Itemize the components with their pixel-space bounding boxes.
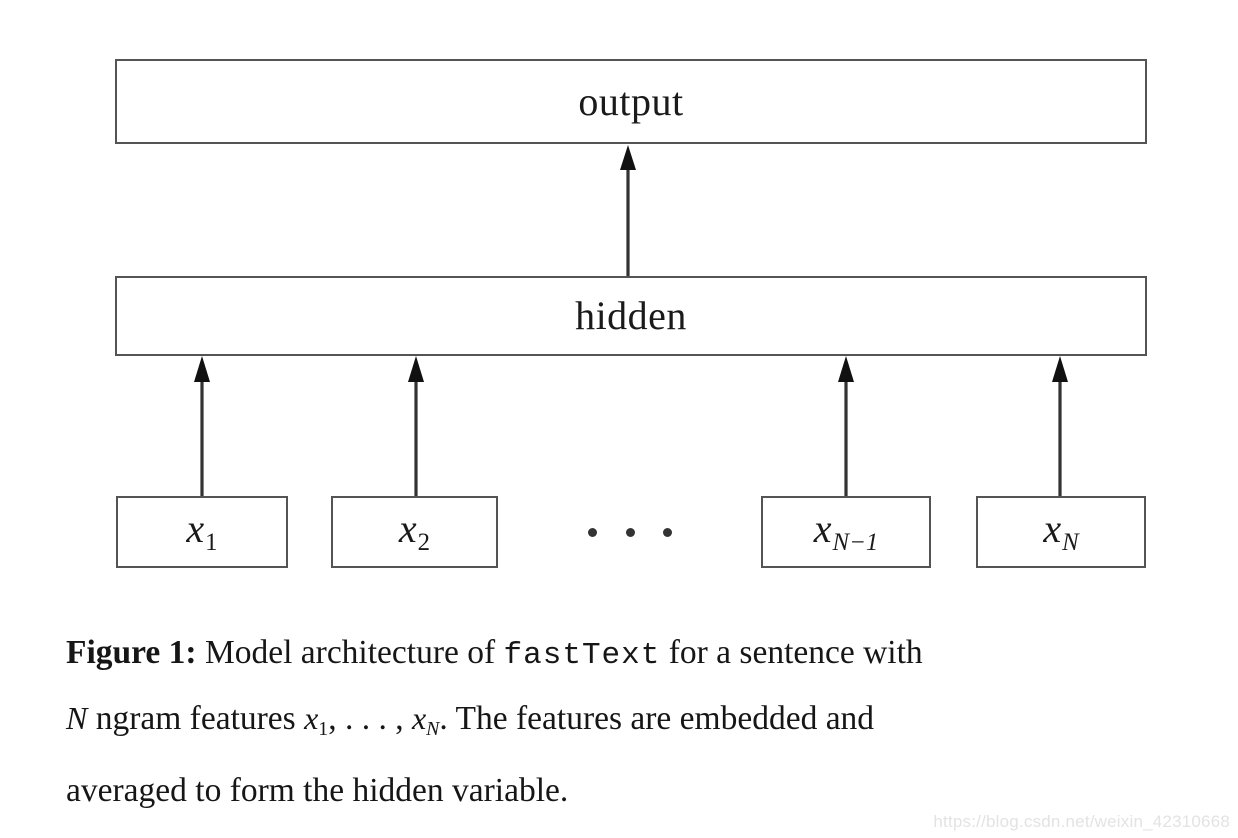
input-node-xn-label: xN [1043, 505, 1079, 556]
input-node-xn-minus-1: xN−1 [761, 496, 931, 568]
caption-line-1: Figure 1: Model architecture of fastText… [66, 622, 1176, 687]
input-node-x1: x1 [116, 496, 288, 568]
hidden-layer-label: hidden [575, 293, 687, 338]
watermark-url: https://blog.csdn.net/weixin_42310668 [933, 812, 1230, 831]
output-layer-box: output [115, 59, 1147, 144]
ellipsis-dot [588, 528, 597, 537]
input-node-x2: x2 [331, 496, 498, 568]
input-node-xn-minus-1-label: xN−1 [813, 505, 879, 556]
caption-text-c: ngram features [87, 700, 305, 737]
caption-math-N: N [66, 700, 88, 736]
arrow-xn-to-hidden [1052, 356, 1068, 500]
figure-caption: Figure 1: Model architecture of fastText… [66, 622, 1176, 822]
caption-math-xN: xN [411, 700, 440, 740]
input-node-x2-label: x2 [398, 505, 431, 556]
ellipsis-dot [625, 528, 635, 537]
caption-text-a: Model architecture of [196, 634, 504, 671]
arrow-x1-to-hidden [194, 356, 210, 500]
input-node-x1-label: x1 [186, 505, 218, 556]
input-node-xn: xN [976, 496, 1146, 568]
arrow-x2-to-hidden [408, 356, 424, 500]
caption-mono-term: fastText [503, 638, 661, 673]
ellipsis-dots [588, 505, 672, 560]
caption-text-d: , . . . , [328, 700, 412, 737]
ellipsis-dot [663, 528, 672, 537]
caption-math-x1: x1 [304, 700, 329, 740]
caption-text-e: . The features are embedded and [439, 700, 875, 737]
output-layer-label: output [578, 78, 684, 124]
caption-line-2: N ngram features x1, . . . , xN. The fea… [66, 687, 1176, 760]
hidden-layer-box: hidden [115, 276, 1147, 356]
arrow-xn-minus-1-to-hidden [838, 356, 854, 500]
caption-text-b: for a sentence with [660, 634, 923, 671]
caption-line-3: averaged to form the hidden variable. [66, 771, 569, 809]
caption-figure-label: Figure 1: [66, 634, 197, 671]
arrow-hidden-to-output [620, 145, 636, 280]
